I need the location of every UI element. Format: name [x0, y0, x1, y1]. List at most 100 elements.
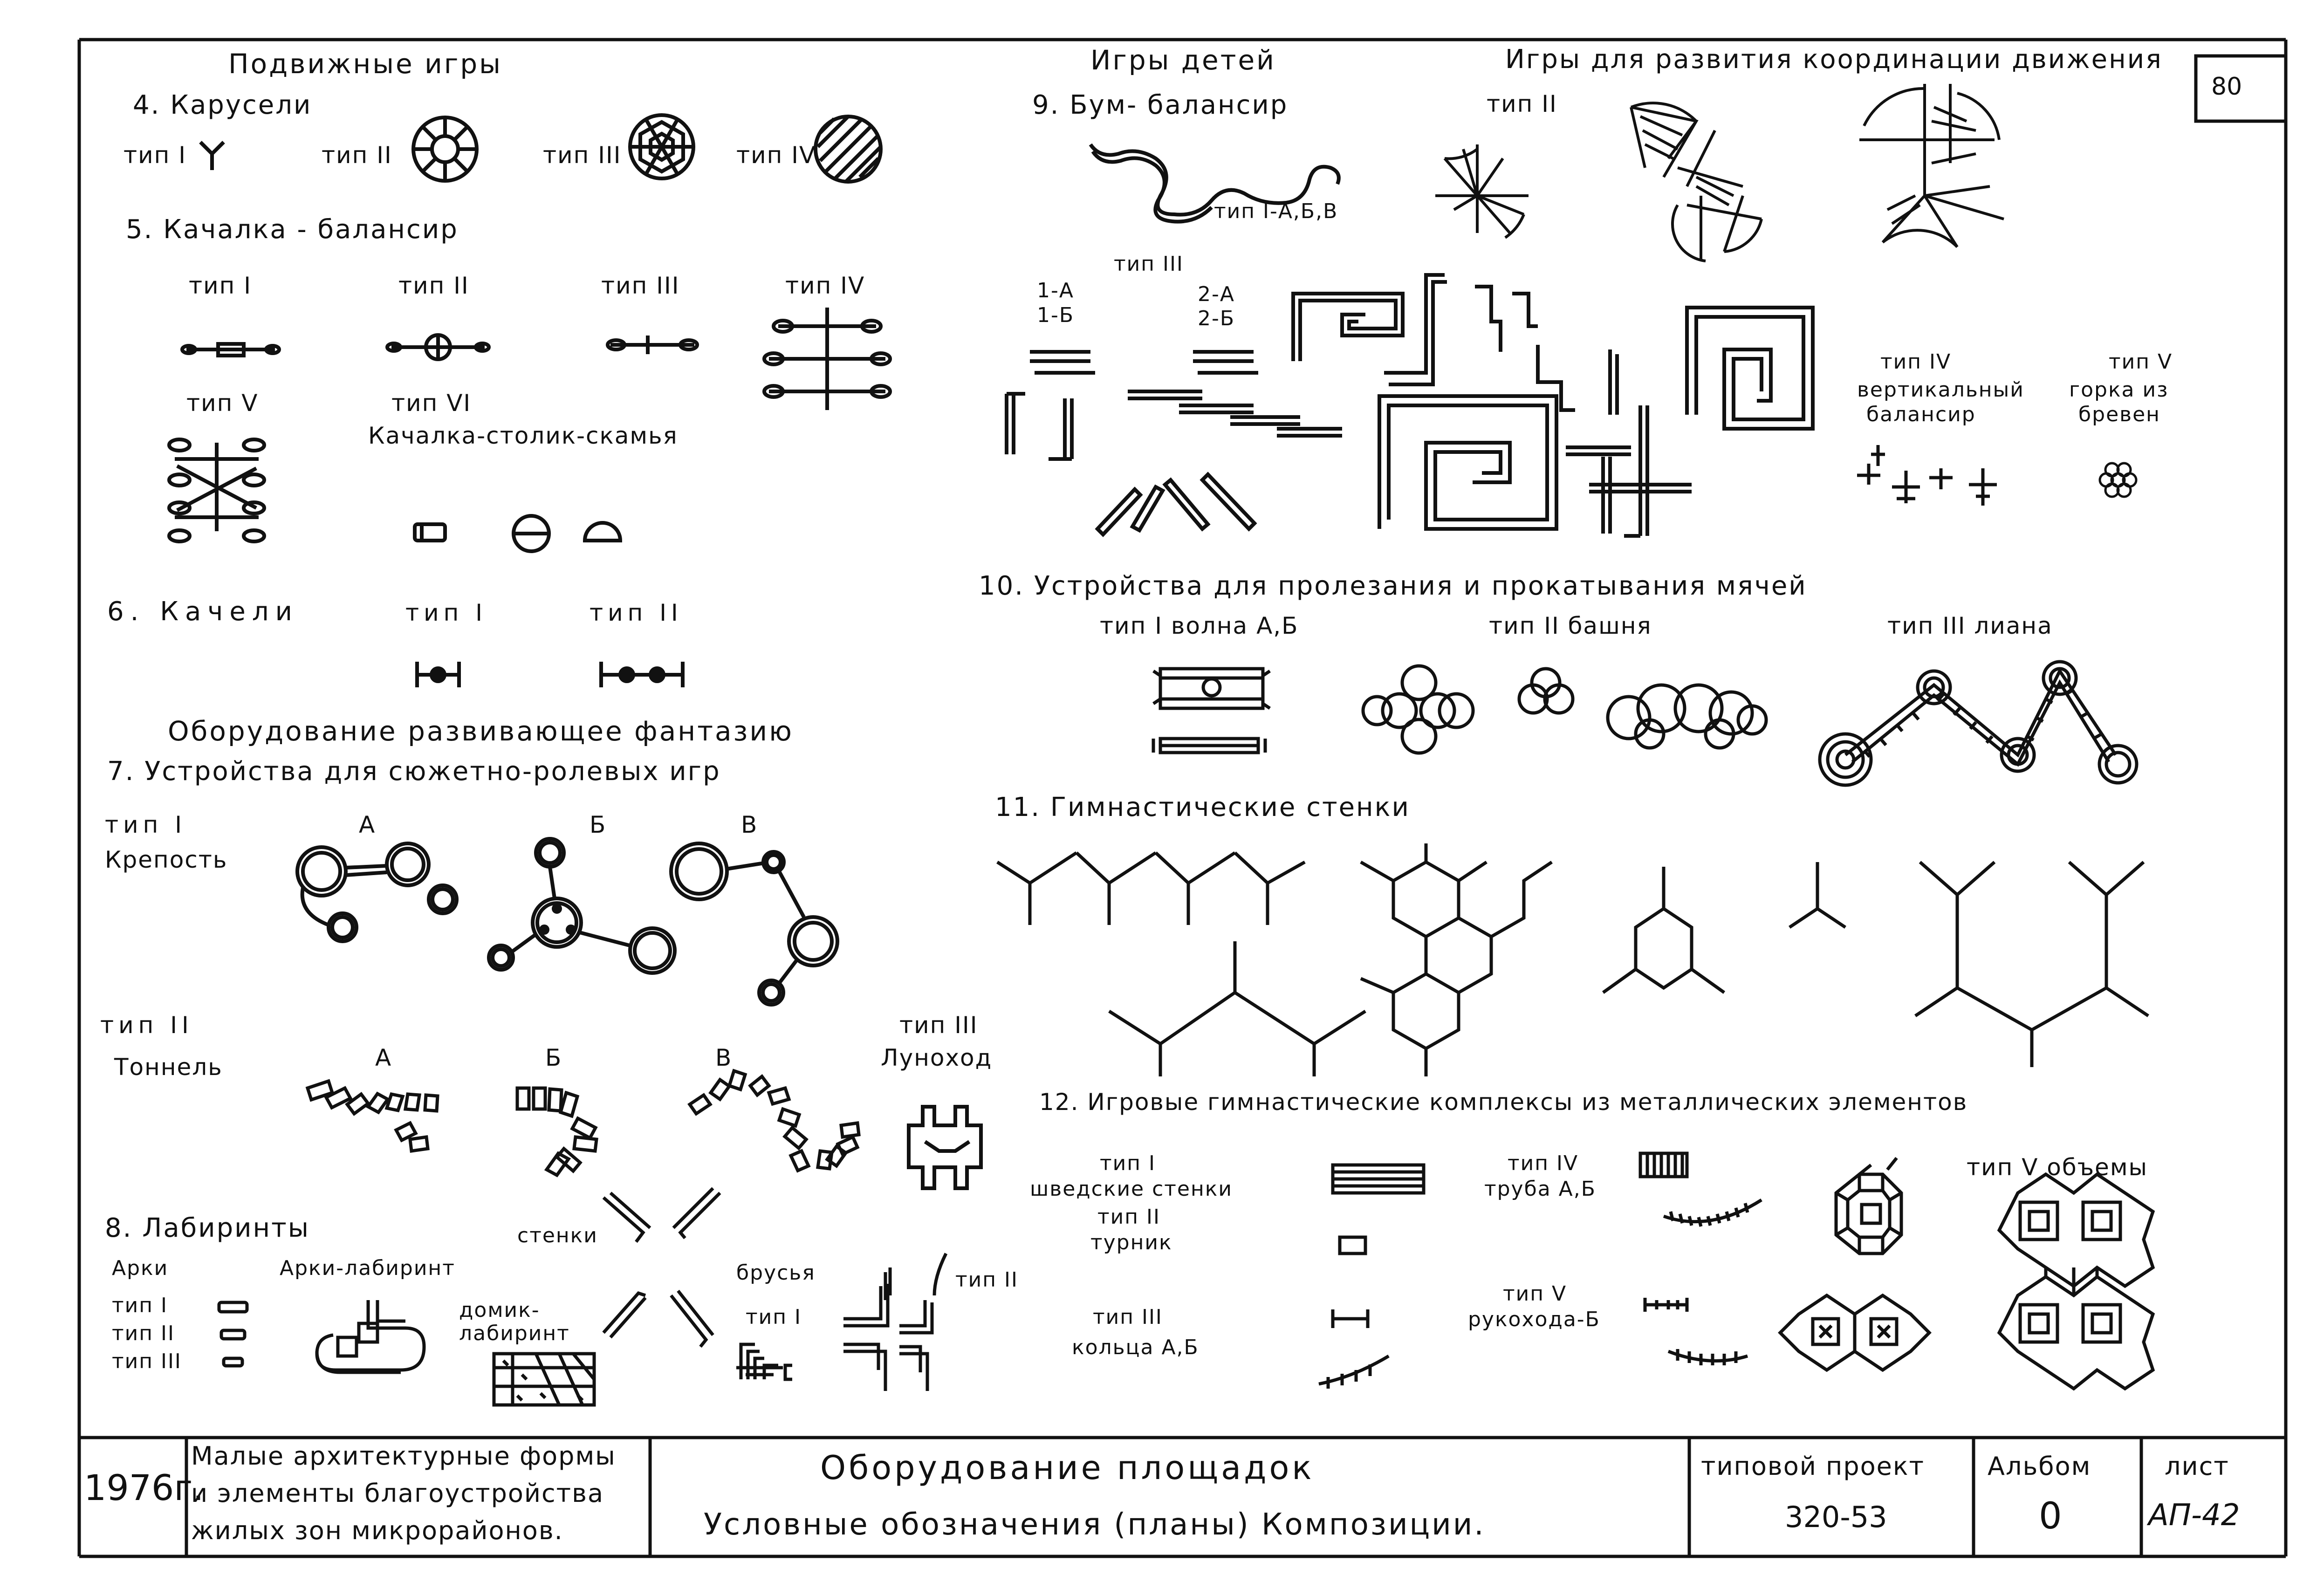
fortress-variant-b: Б	[590, 811, 607, 838]
balancer-type5-symbol	[167, 438, 266, 543]
log-slide-symbol	[2098, 462, 2138, 498]
header-fantasy: Оборудование развивающее фантазию	[168, 715, 794, 747]
boom-curve-outer	[1089, 143, 1341, 217]
vertical-balancer-name-1: вертикальный	[1857, 378, 2024, 402]
balancer-type2-label: тип II	[398, 272, 469, 299]
house-maze-label-1: домик-	[459, 1298, 540, 1322]
page-number-box	[2194, 54, 2288, 123]
rings-symbol	[1318, 1309, 1390, 1389]
boom-type-label: тип I-А,Б,В	[1214, 199, 1338, 223]
gym-wall-symbols	[996, 843, 2149, 1076]
balancer-type4-symbol	[762, 308, 892, 410]
fortress-symbols	[295, 837, 839, 1007]
labyrinth-symbols	[217, 1187, 948, 1407]
wave-type-label: тип I волна А,Б	[1100, 612, 1299, 639]
balancer-type3-symbol	[606, 336, 699, 354]
carousel-type2-label: тип II	[322, 142, 392, 169]
carousel-symbols	[199, 113, 883, 184]
section-4-title: 4. Карусели	[133, 90, 312, 120]
rings-name-label: кольца А,Б	[1072, 1336, 1199, 1359]
coord-fan-1	[1435, 144, 1529, 239]
metal-complex-symbols	[1318, 1151, 2155, 1391]
gym-wall-1	[996, 851, 1366, 1076]
lunokhod-symbol	[907, 1105, 983, 1190]
log-slide-name-2: бревен	[2078, 403, 2160, 426]
fortress-variant-v: В	[741, 811, 758, 838]
monkey-bars-symbol	[1643, 1298, 1748, 1365]
arch-type3-label: тип III	[112, 1349, 182, 1373]
arch-symbols	[217, 1301, 249, 1368]
liana-symbol	[1818, 660, 2139, 787]
coord-type2-label: тип II	[1487, 90, 1557, 117]
vertical-balancer-symbol	[1857, 445, 1997, 506]
sheet-label: лист	[2165, 1452, 2229, 1481]
tunnel-v-symbol	[687, 1069, 861, 1173]
balancer-symbols	[167, 308, 892, 553]
turnik-name-label: турник	[1090, 1231, 1172, 1254]
fortress-a-symbol	[295, 842, 459, 943]
volume-big	[1997, 1172, 2155, 1391]
lunokhod-type-label: тип III	[899, 1012, 978, 1039]
title-block-desc-2: и элементы благоустройства	[191, 1479, 604, 1508]
swedish-wall-symbol	[1331, 1163, 1426, 1195]
balancer-table-bench-label: Качалка-столик-скамья	[368, 422, 678, 449]
lunokhod-name-label: Луноход	[881, 1044, 993, 1071]
boom-item-2b: 2-Б	[1198, 307, 1235, 330]
gym-wall-single-hex	[1602, 867, 1726, 994]
monkey-bars-name-label: рукохода-Б	[1468, 1308, 1600, 1331]
swing-type1-symbol	[415, 662, 461, 687]
pipe-symbol	[1638, 1151, 1762, 1227]
monkey-bars-type-label: тип V	[1503, 1282, 1567, 1306]
crawl-devices-symbols	[1152, 660, 2139, 787]
project-value: 320-53	[1785, 1500, 1887, 1534]
coordination-fan-symbols	[1435, 84, 2004, 262]
project-label: типовой проект	[1701, 1452, 1925, 1481]
boom-curve-inner	[1091, 150, 1213, 224]
swedish-wall-name-label: шведские стенки	[1030, 1177, 1233, 1201]
balancer-type4-label: тип IV	[785, 272, 865, 299]
section-11-title: 11. Гимнастические стенки	[995, 792, 1410, 822]
tunnel-b-symbol	[515, 1086, 598, 1178]
carousel-type3-label: тип III	[543, 142, 622, 169]
title-block-year: 1976г.	[84, 1467, 204, 1508]
balancer-type2-symbol	[385, 333, 491, 361]
tunnel-variant-v: В	[715, 1044, 733, 1071]
boom-item-1a: 1-А	[1037, 279, 1074, 302]
bars-type2-symbol	[843, 1253, 948, 1391]
album-value: 0	[2039, 1495, 2062, 1537]
balancer-type1-symbol	[180, 342, 281, 357]
section-8-title: 8. Лабиринты	[105, 1213, 310, 1243]
balancer-type6-symbols	[413, 514, 623, 553]
bars-type1-label: тип I	[746, 1305, 802, 1329]
carousel-type1-label: тип I	[123, 142, 186, 169]
boom-item-1b: 1-Б	[1037, 303, 1075, 327]
tunnel-symbols	[305, 1069, 861, 1178]
gym-wall-tripod	[1789, 862, 1846, 929]
vertical-balancer-name-2: балансир	[1866, 403, 1976, 426]
gym-wall-big	[1914, 861, 2149, 1067]
turnik-symbol	[1338, 1235, 1367, 1255]
log-slide-type-label: тип V	[2109, 350, 2173, 374]
title-block-title-1: Оборудование площадок	[820, 1449, 1315, 1487]
section-12-title: 12. Игровые гимнастические комплексы из …	[1039, 1089, 1968, 1116]
swing-type2-symbol	[599, 662, 685, 687]
title-block-desc-3: жилых зон микрорайонов.	[191, 1516, 563, 1545]
balancer-type3-label: тип III	[601, 272, 680, 299]
bars-type2-label: тип II	[955, 1268, 1018, 1292]
pipe-type-label: тип IV	[1508, 1151, 1579, 1175]
turnik-type-label: тип II	[1097, 1205, 1160, 1229]
swing-type2-label: тип II	[590, 599, 683, 626]
boom-item-2a: 2-А	[1198, 282, 1235, 306]
tunnel-type-label: тип II	[100, 1012, 193, 1039]
arch-type2-label: тип II	[112, 1322, 175, 1345]
boom-balancer-symbols	[1005, 143, 1815, 538]
section-5-title: 5. Качалка - балансир	[126, 214, 459, 245]
boom-spiral-symbols	[1291, 273, 1815, 538]
section-6-title: 6. Качели	[107, 596, 299, 627]
tower-type-label: тип II башня	[1489, 612, 1652, 639]
house-maze-label-2: лабиринт	[459, 1322, 570, 1345]
swedish-wall-type-label: тип I	[1100, 1151, 1156, 1175]
bars-label: брусья	[736, 1261, 816, 1285]
arch-maze-label: Арки-лабиринт	[280, 1256, 455, 1280]
section-10-title: 10. Устройства для пролезания и прокатыв…	[979, 571, 1807, 601]
